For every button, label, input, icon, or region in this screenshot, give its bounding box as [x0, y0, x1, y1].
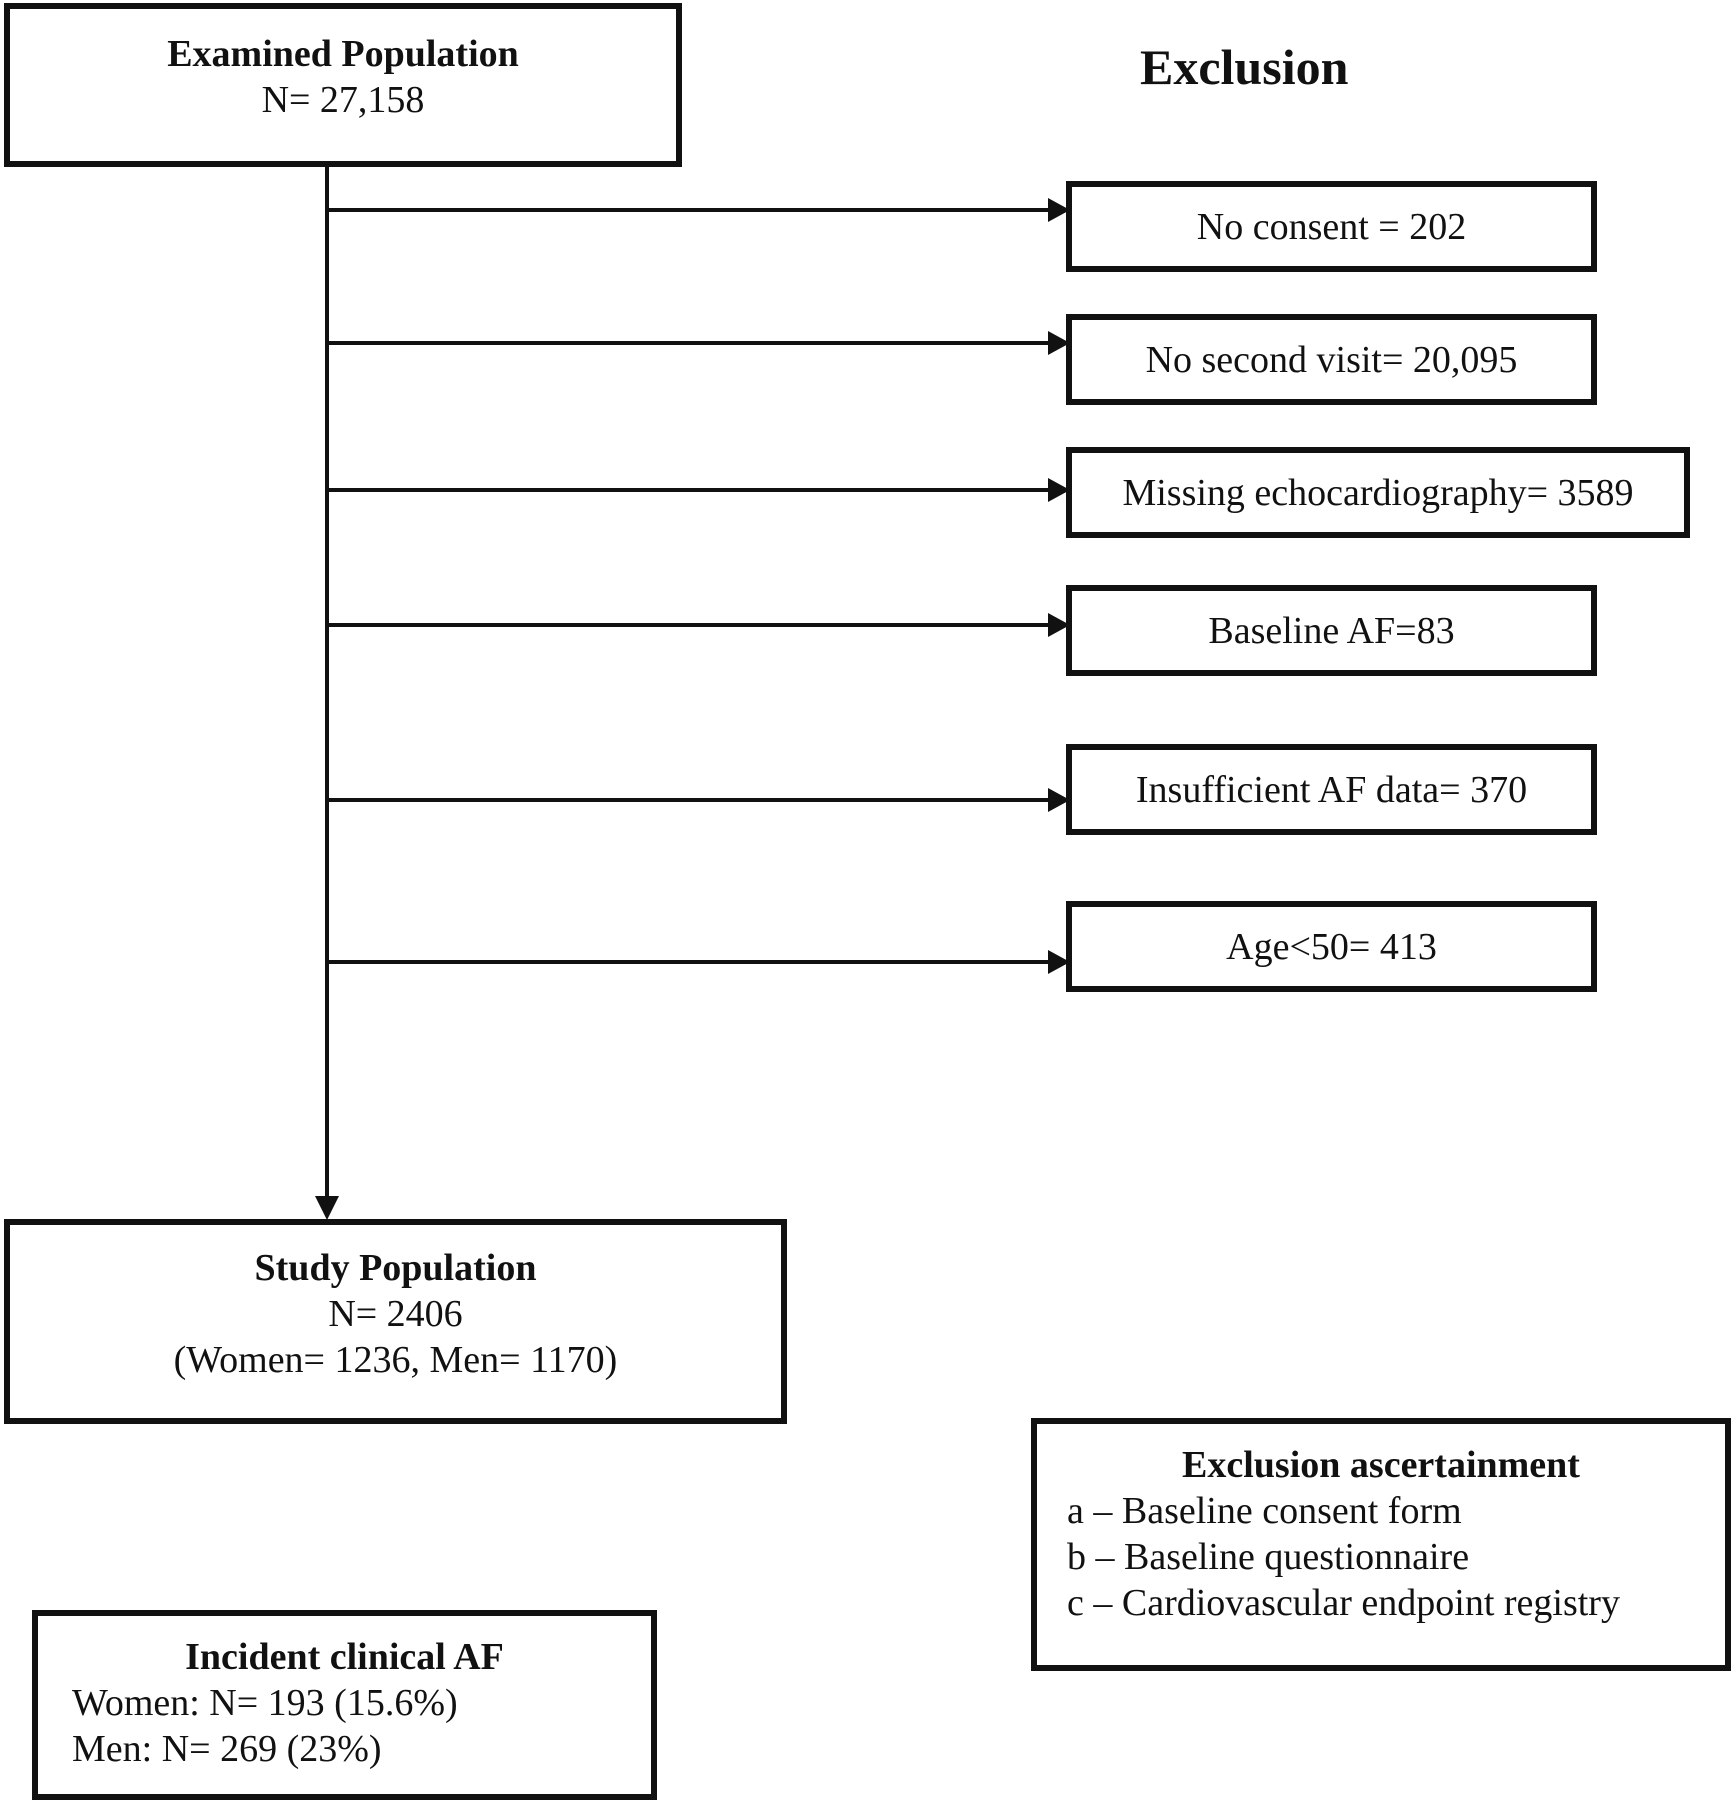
study-population-title: Study Population [254, 1247, 537, 1289]
exclusion-box-age: Age<50= 413 [1066, 901, 1597, 992]
exclusion-box-no-second-visit: No second visit= 20,095 [1066, 314, 1597, 405]
examined-population-count: N= 27,158 [261, 79, 425, 121]
incident-men: Men: N= 269 (23%) [72, 1728, 382, 1770]
ascertainment-title: Exclusion ascertainment [1182, 1444, 1580, 1486]
exclusion-box-missing-echocardiography: Missing echocardiography= 3589 [1066, 447, 1690, 538]
ascertainment-item-a: a – Baseline consent form [1067, 1490, 1462, 1532]
arrowhead-6 [1048, 950, 1070, 974]
exclusion-label: Age<50= 413 [1226, 925, 1437, 968]
ascertainment-item-b: b – Baseline questionnaire [1067, 1536, 1470, 1578]
exclusion-label: No second visit= 20,095 [1145, 338, 1518, 381]
arrowhead-study [315, 1196, 339, 1220]
exclusion-label: Baseline AF=83 [1208, 609, 1455, 652]
exclusion-box-no-consent: No consent = 202 [1066, 181, 1597, 272]
exclusion-ascertainment-box: Exclusion ascertainment a – Baseline con… [1031, 1418, 1731, 1671]
exclusion-heading: Exclusion [1140, 39, 1349, 95]
incident-title: Incident clinical AF [185, 1636, 504, 1678]
exclusion-label: No consent = 202 [1196, 205, 1467, 248]
study-population-box: Study Population N= 2406 (Women= 1236, M… [4, 1219, 787, 1424]
exclusion-label: Insufficient AF data= 370 [1135, 768, 1528, 811]
exclusion-box-insufficient-af-data: Insufficient AF data= 370 [1066, 744, 1597, 835]
arrowhead-4 [1048, 613, 1070, 637]
arrowhead-1 [1048, 198, 1070, 222]
ascertainment-item-c: c – Cardiovascular endpoint registry [1067, 1582, 1620, 1624]
arrowhead-2 [1048, 331, 1070, 355]
study-population-count: N= 2406 [328, 1293, 463, 1335]
arrowhead-5 [1048, 788, 1070, 812]
exclusion-box-baseline-af: Baseline AF=83 [1066, 585, 1597, 676]
examined-population-title: Examined Population [167, 33, 519, 75]
incident-clinical-af-box: Incident clinical AF Women: N= 193 (15.6… [32, 1610, 657, 1800]
incident-women: Women: N= 193 (15.6%) [72, 1682, 458, 1724]
arrowhead-3 [1048, 478, 1070, 502]
study-population-breakdown: (Women= 1236, Men= 1170) [173, 1339, 618, 1381]
examined-population-box: Examined Population N= 27,158 [4, 3, 682, 167]
exclusion-label: Missing echocardiography= 3589 [1122, 471, 1634, 514]
